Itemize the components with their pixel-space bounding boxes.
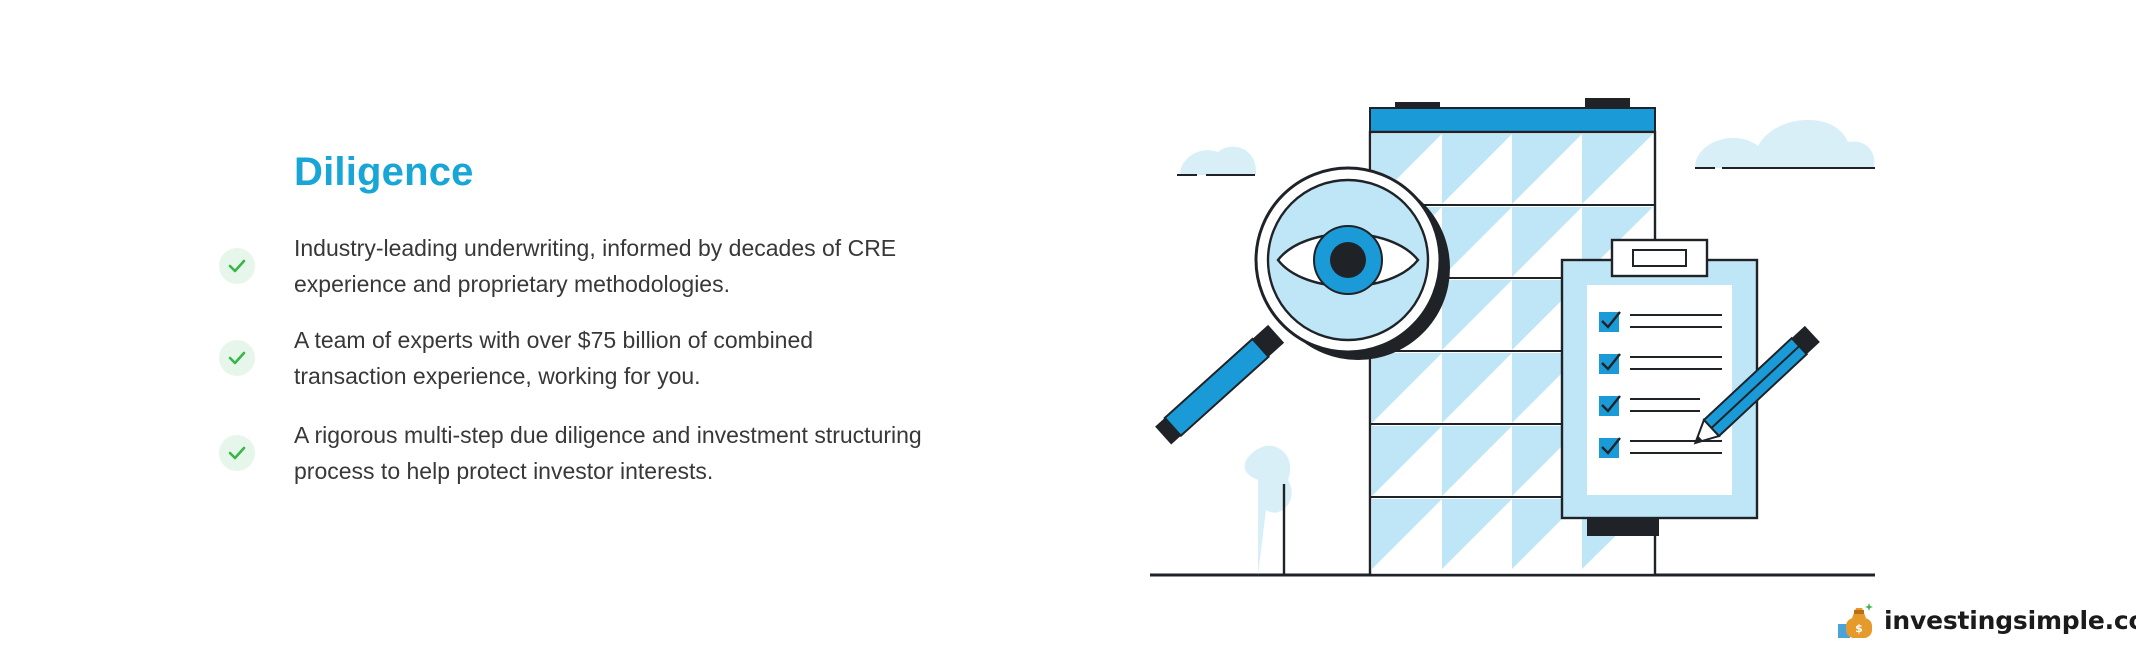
cloud-right-icon <box>1695 119 1875 169</box>
check-icon <box>219 340 255 376</box>
feature-text: Industry-leading underwriting, informed … <box>294 230 974 302</box>
check-icon <box>219 435 255 471</box>
section-title: Diligence <box>294 150 474 194</box>
feature-line: process to help protect investor interes… <box>294 458 714 484</box>
feature-line: transaction experience, working for you. <box>294 363 701 389</box>
pencil-icon <box>1693 325 1820 445</box>
clipboard-icon <box>1560 238 1759 536</box>
feature-item: A team of experts with over $75 billion … <box>0 318 1100 398</box>
diligence-section: Diligence Industry-leading underwriting,… <box>0 150 1100 493</box>
svg-text:$: $ <box>1855 622 1863 635</box>
feature-line: A rigorous multi-step due diligence and … <box>294 422 922 448</box>
feature-text: A team of experts with over $75 billion … <box>294 322 974 394</box>
feature-item: Industry-leading underwriting, informed … <box>0 226 1100 306</box>
shrub-icon <box>1244 445 1292 575</box>
check-icon <box>219 248 255 284</box>
brand-watermark: $ investingsimple.com <box>1836 600 2136 640</box>
feature-line: experience and proprietary methodologies… <box>294 271 730 297</box>
money-bag-icon: $ <box>1836 600 1876 640</box>
brand-name: investingsimple.com <box>1884 605 2136 635</box>
feature-line: Industry-leading underwriting, informed … <box>294 235 897 261</box>
feature-item: A rigorous multi-step due diligence and … <box>0 413 1100 493</box>
cloud-left-icon <box>1177 146 1257 176</box>
magnifying-glass-icon <box>1155 166 1450 445</box>
feature-line: A team of experts with over $75 billion … <box>294 327 814 353</box>
checklist-icon <box>1599 311 1722 458</box>
due-diligence-illustration <box>1150 98 1875 577</box>
feature-text: A rigorous multi-step due diligence and … <box>294 417 974 489</box>
